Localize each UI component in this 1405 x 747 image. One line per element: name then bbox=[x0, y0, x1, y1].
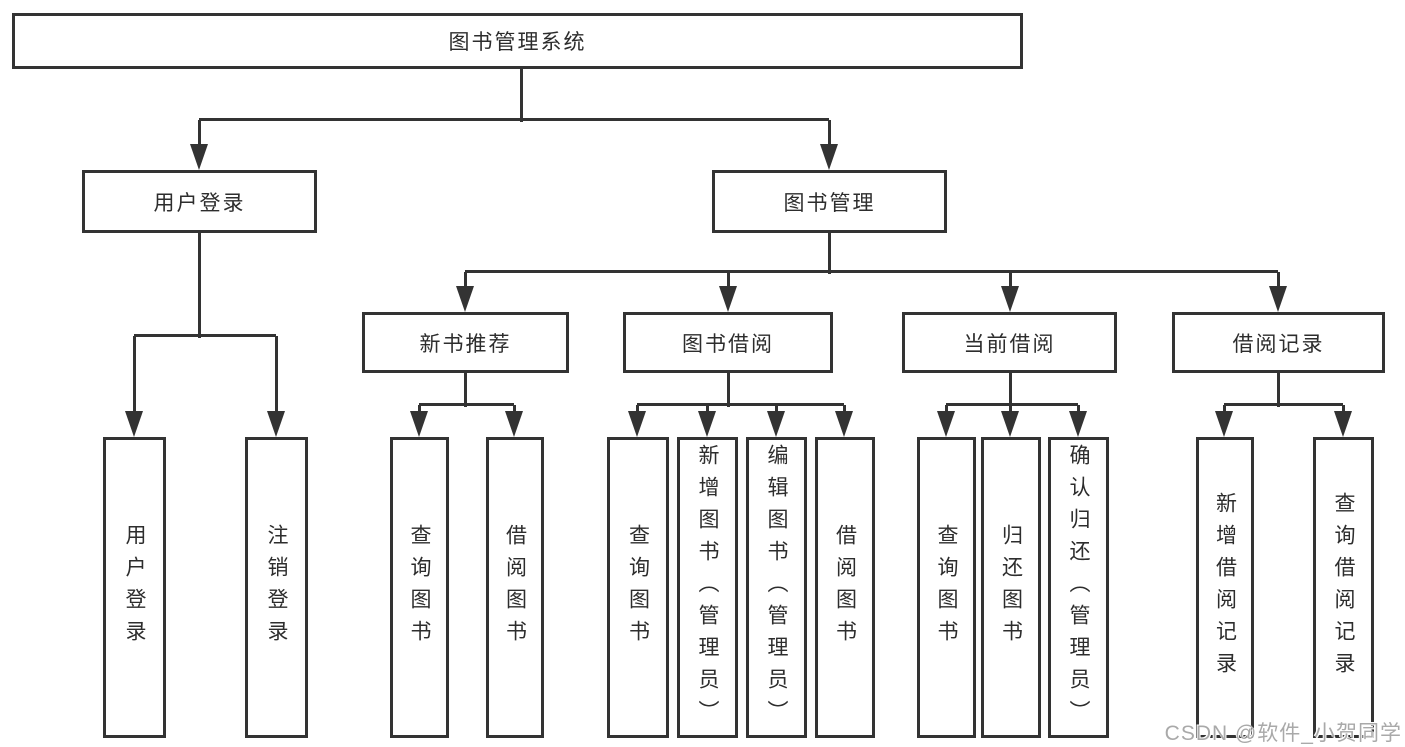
connector-arrow-shaft bbox=[512, 405, 516, 415]
arrow-head-icon bbox=[628, 411, 646, 437]
connector-hline bbox=[419, 402, 514, 406]
leaf-borrow-borrow: 借阅图书 bbox=[815, 437, 875, 738]
connector-arrow-shaft bbox=[417, 405, 421, 415]
connector-vline bbox=[197, 232, 201, 338]
leaf-current-confirm: 确认归还（管理员） bbox=[1048, 437, 1109, 738]
connector-arrow-shaft bbox=[726, 272, 730, 290]
node-current-borrow: 当前借阅 bbox=[902, 312, 1117, 373]
leaf-current-confirm-label: 确认归还（管理员） bbox=[1067, 443, 1090, 732]
connector-arrow-shaft bbox=[827, 120, 831, 148]
leaf-logout-label: 注销登录 bbox=[265, 523, 288, 652]
leaf-borrow-edit: 编辑图书（管理员） bbox=[746, 437, 807, 738]
arrow-head-icon bbox=[125, 411, 143, 437]
leaf-record-add-label: 新增借阅记录 bbox=[1213, 491, 1237, 684]
connector-hline bbox=[946, 402, 1078, 406]
connector-arrow-shaft bbox=[774, 405, 778, 415]
connector-hline bbox=[465, 269, 1278, 273]
connector-hline bbox=[199, 117, 829, 121]
connector-vline bbox=[1008, 372, 1012, 407]
arrow-head-icon bbox=[190, 144, 208, 170]
node-book-borrow-label: 图书借阅 bbox=[682, 332, 774, 356]
leaf-borrow-add: 新增图书（管理员） bbox=[677, 437, 738, 738]
arrow-head-icon bbox=[410, 411, 428, 437]
node-root: 图书管理系统 bbox=[12, 13, 1023, 69]
node-book-borrow: 图书借阅 bbox=[623, 312, 833, 373]
arrow-head-icon bbox=[767, 411, 785, 437]
arrow-head-icon bbox=[820, 144, 838, 170]
node-borrow-record: 借阅记录 bbox=[1172, 312, 1385, 373]
leaf-newbook-query-label: 查询图书 bbox=[408, 523, 431, 652]
leaf-record-add: 新增借阅记录 bbox=[1196, 437, 1254, 738]
connector-arrow-shaft bbox=[1008, 405, 1012, 415]
connector-hline bbox=[134, 333, 276, 337]
connector-vline bbox=[463, 372, 467, 407]
connector-arrow-shaft bbox=[635, 405, 639, 415]
leaf-borrow-query: 查询图书 bbox=[607, 437, 669, 738]
leaf-user-login: 用户登录 bbox=[103, 437, 166, 738]
leaf-newbook-query: 查询图书 bbox=[390, 437, 449, 738]
node-new-book-recommend-label: 新书推荐 bbox=[419, 332, 512, 356]
leaf-record-query: 查询借阅记录 bbox=[1313, 437, 1374, 738]
leaf-current-return-label: 归还图书 bbox=[999, 523, 1023, 652]
leaf-newbook-borrow: 借阅图书 bbox=[486, 437, 544, 738]
connector-arrow-shaft bbox=[132, 336, 136, 415]
node-book-management: 图书管理 bbox=[712, 170, 947, 233]
arrow-head-icon bbox=[698, 411, 716, 437]
connector-arrow-shaft bbox=[1276, 272, 1280, 290]
arrow-head-icon bbox=[1069, 411, 1087, 437]
leaf-current-query: 查询图书 bbox=[917, 437, 976, 738]
node-user-login: 用户登录 bbox=[82, 170, 317, 233]
arrow-head-icon bbox=[1334, 411, 1352, 437]
leaf-current-return: 归还图书 bbox=[981, 437, 1041, 738]
connector-arrow-shaft bbox=[705, 405, 709, 415]
connector-arrow-shaft bbox=[463, 272, 467, 290]
node-new-book-recommend: 新书推荐 bbox=[362, 312, 569, 373]
leaf-record-query-label: 查询借阅记录 bbox=[1332, 491, 1355, 684]
node-book-management-label: 图书管理 bbox=[783, 191, 876, 215]
leaf-current-query-label: 查询图书 bbox=[935, 523, 958, 652]
leaf-borrow-add-label: 新增图书（管理员） bbox=[696, 443, 719, 732]
arrow-head-icon bbox=[456, 286, 474, 312]
arrow-head-icon bbox=[1001, 286, 1019, 312]
arrow-head-icon bbox=[267, 411, 285, 437]
connector-arrow-shaft bbox=[1076, 405, 1080, 415]
node-current-borrow-label: 当前借阅 bbox=[963, 332, 1056, 356]
arrow-head-icon bbox=[937, 411, 955, 437]
connector-vline bbox=[1276, 372, 1280, 407]
arrow-head-icon bbox=[505, 411, 523, 437]
leaf-borrow-query-label: 查询图书 bbox=[626, 523, 650, 652]
connector-arrow-shaft bbox=[1341, 405, 1345, 415]
leaf-borrow-borrow-label: 借阅图书 bbox=[833, 523, 857, 652]
arrow-head-icon bbox=[835, 411, 853, 437]
node-borrow-record-label: 借阅记录 bbox=[1232, 332, 1325, 356]
node-root-label: 图书管理系统 bbox=[448, 31, 587, 54]
connector-arrow-shaft bbox=[1222, 405, 1226, 415]
connector-vline bbox=[726, 372, 730, 407]
connector-arrow-shaft bbox=[274, 336, 278, 415]
leaf-user-login-label: 用户登录 bbox=[123, 523, 146, 652]
leaf-logout: 注销登录 bbox=[245, 437, 308, 738]
connector-hline bbox=[1224, 402, 1343, 406]
connector-arrow-shaft bbox=[944, 405, 948, 415]
connector-arrow-shaft bbox=[197, 120, 201, 148]
leaf-newbook-borrow-label: 借阅图书 bbox=[503, 523, 527, 652]
leaf-borrow-edit-label: 编辑图书（管理员） bbox=[765, 443, 788, 732]
arrow-head-icon bbox=[1269, 286, 1287, 312]
arrow-head-icon bbox=[719, 286, 737, 312]
arrow-head-icon bbox=[1215, 411, 1233, 437]
arrow-head-icon bbox=[1001, 411, 1019, 437]
watermark: CSDN @软件_小贺同学 bbox=[1164, 722, 1402, 745]
connector-vline bbox=[827, 232, 831, 274]
connector-arrow-shaft bbox=[842, 405, 846, 415]
node-user-login-label: 用户登录 bbox=[153, 191, 246, 215]
connector-hline bbox=[637, 402, 844, 406]
connector-vline bbox=[519, 68, 523, 122]
connector-arrow-shaft bbox=[1008, 272, 1012, 290]
